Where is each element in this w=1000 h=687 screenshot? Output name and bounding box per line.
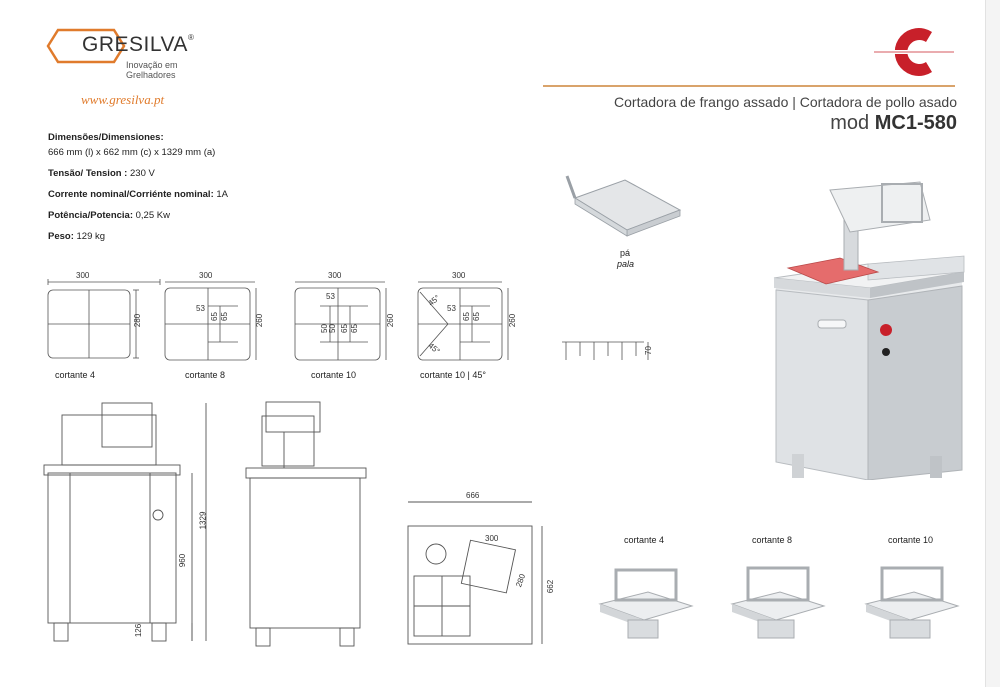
top-view-depth-dim: 662 <box>546 579 556 594</box>
dim-mark: 65 <box>339 324 349 333</box>
spec-label: Potência/Potencia: <box>48 210 133 221</box>
spec-list: Dimensões/Dimensiones: 666 mm (l) x 662 … <box>48 131 368 251</box>
dim-height: 260 <box>508 313 518 328</box>
pattern-caption: cortante 8 <box>185 370 226 380</box>
dim-mark: 65 <box>209 312 219 321</box>
blade-patterns-drawing <box>47 279 509 361</box>
cutter-width-dim: 300 <box>485 534 499 543</box>
dim-width: 300 <box>199 271 213 280</box>
model-code: MC1-580 <box>874 112 957 134</box>
shovel-label-es: pala <box>617 259 635 269</box>
dim-mark: 53 <box>326 292 335 301</box>
dim-height: 260 <box>255 313 265 328</box>
spec-label: Tensão/ Tension : <box>48 168 128 179</box>
front-view-drawing <box>43 402 207 642</box>
header-divider <box>543 85 955 87</box>
blade-side-dim: 70 <box>643 346 653 355</box>
tagline-line1: Inovação em <box>126 60 178 70</box>
shovel-illustration <box>565 175 682 237</box>
c-logo-icon <box>874 28 954 76</box>
side-view-drawing <box>245 401 367 647</box>
spec-value: 666 mm (l) x 662 mm (c) x 1329 mm (a) <box>48 147 216 158</box>
dim-mark: 50 <box>327 324 337 333</box>
cutter-head-8-illustration <box>730 566 826 639</box>
page-edge <box>985 0 1000 687</box>
registered-mark: ® <box>187 33 195 42</box>
dim-height: 280 <box>133 313 143 328</box>
cutter-caption: cortante 10 <box>888 535 934 545</box>
pattern-caption: cortante 10 | 45° <box>420 370 486 380</box>
spec-value: 230 V <box>127 168 155 179</box>
dim-mark: 65 <box>471 312 481 321</box>
dim-mark: 53 <box>196 304 205 313</box>
height-total-dim: 1329 <box>198 511 208 530</box>
dim-height: 260 <box>386 313 396 328</box>
cutter-head-10-illustration <box>864 566 960 639</box>
dim-mark: 65 <box>219 312 229 321</box>
top-view-width-dim: 666 <box>466 491 480 500</box>
cutter-caption: cortante 8 <box>752 535 793 545</box>
dim-width: 300 <box>328 271 342 280</box>
spec-value: 1A <box>213 189 229 200</box>
cutter-caption: cortante 4 <box>624 535 665 545</box>
model-title: mod MC1-580 <box>830 112 957 135</box>
dim-mark: 65 <box>461 312 471 321</box>
tagline-line2: Grelhadores <box>126 70 176 80</box>
spec-value: 0,25 Kw <box>133 210 170 221</box>
spec-label: Corrente nominal/Corriénte nominal: <box>48 189 214 200</box>
brand-logo: GRESILVA® Inovação em Grelhadores <box>44 24 194 84</box>
shovel-label: pá <box>620 248 631 258</box>
dim-mark: 53 <box>447 304 456 313</box>
dim-mark: 65 <box>349 324 359 333</box>
top-view-drawing <box>407 501 543 645</box>
dim-width: 300 <box>76 271 90 280</box>
dim-width: 300 <box>452 271 466 280</box>
machine-3d-illustration <box>773 181 965 480</box>
spec-label: Peso: <box>48 231 74 242</box>
blade-side-drawing <box>562 341 649 360</box>
brand-name: GRESILVA <box>82 33 188 56</box>
model-prefix: mod <box>830 112 870 134</box>
pattern-caption: cortante 4 <box>55 370 96 380</box>
product-subtitle: Cortadora de frango assado | Cortadora d… <box>614 94 957 110</box>
pattern-caption: cortante 10 <box>311 370 357 380</box>
height-counter-dim: 960 <box>178 553 188 568</box>
website-link[interactable]: www.gresilva.pt <box>81 92 165 107</box>
hexagon-logo-mark <box>46 28 126 64</box>
spec-label: Dimensões/Dimensiones: <box>48 132 164 143</box>
height-legs-dim: 126 <box>134 623 144 638</box>
spec-value: 129 kg <box>73 231 106 242</box>
cutter-head-4-illustration <box>598 568 694 639</box>
